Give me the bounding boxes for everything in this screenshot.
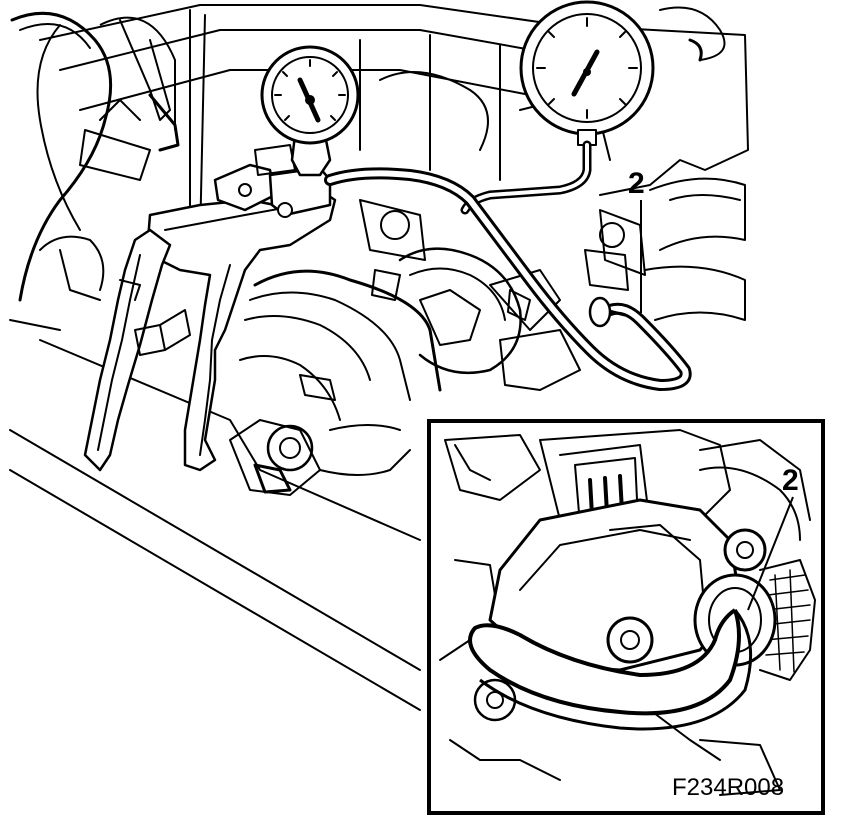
pressure-gauge-icon <box>260 45 360 177</box>
hand-vacuum-pump-icon <box>83 144 337 472</box>
engine-bay-background <box>9 4 749 711</box>
detail-inset: 2 F234R008 <box>427 419 825 815</box>
callout-label-main: 2 <box>628 167 645 200</box>
figure-code: F234R008 <box>672 774 784 801</box>
main-callout: 2 <box>628 167 645 313</box>
callout-label-detail: 2 <box>782 464 799 497</box>
pressure-gauge-icon-2 <box>519 0 655 146</box>
hose-icon <box>99 16 692 391</box>
